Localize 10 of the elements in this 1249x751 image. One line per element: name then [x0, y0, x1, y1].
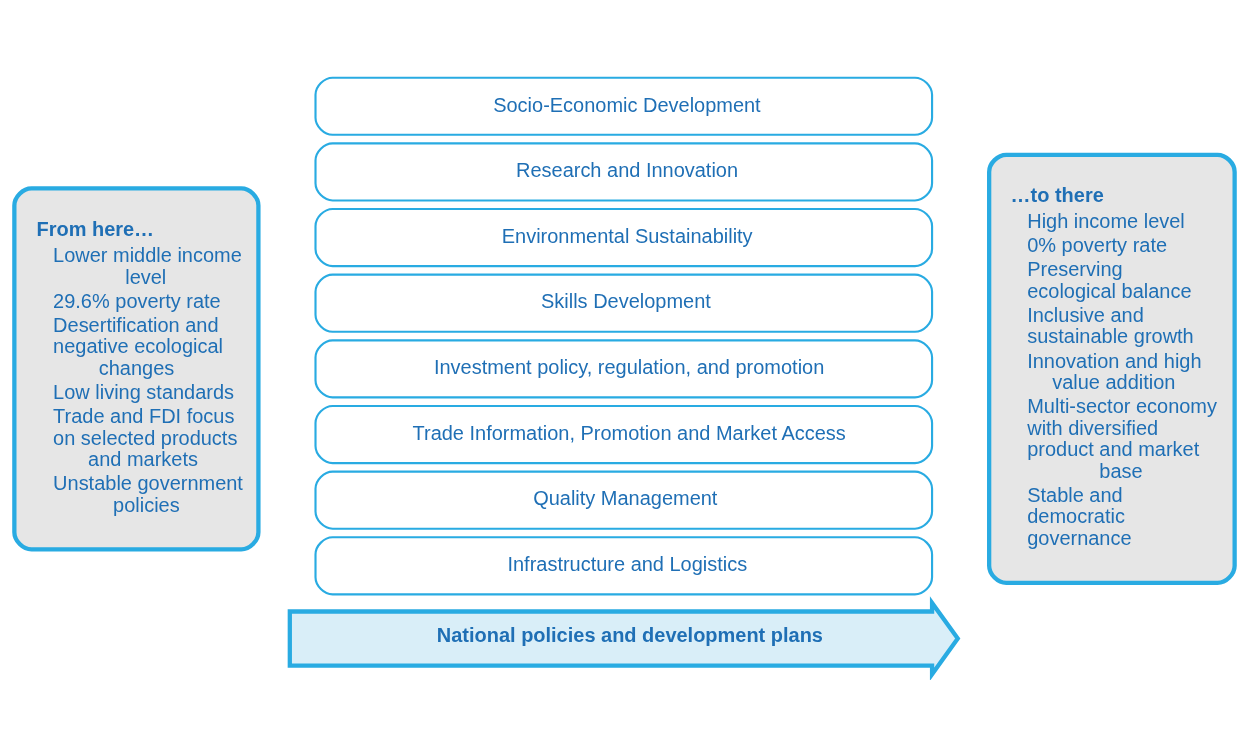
node-box: Environmental Sustainability — [314, 207, 934, 267]
node-box: From here… Lower middle income level 29.6% poverty rate Desertification and negative ecological changes Low living standards Trade and FDI focus on selected products and markets Unstable government policies — [12, 185, 261, 552]
node-box: Research and Innovation — [314, 141, 934, 201]
node-box: Infrastructure and Logistics — [314, 535, 934, 595]
node-box: Investment policy, regulation, and promotion — [314, 338, 934, 398]
node-box: Skills Development — [314, 273, 934, 333]
node-box: Quality Management — [314, 470, 934, 530]
node-box: Trade Information, Promotion and Market Access — [314, 404, 934, 464]
node-box: Socio-Economic Development — [314, 76, 934, 136]
node-box: …to there High income level 0% poverty rate Preserving ecological balance Inclusive and sustainable growth Innovation and high value addition Multi-sector economy with diversified product and market base Stable and democratic governance — [987, 152, 1237, 585]
